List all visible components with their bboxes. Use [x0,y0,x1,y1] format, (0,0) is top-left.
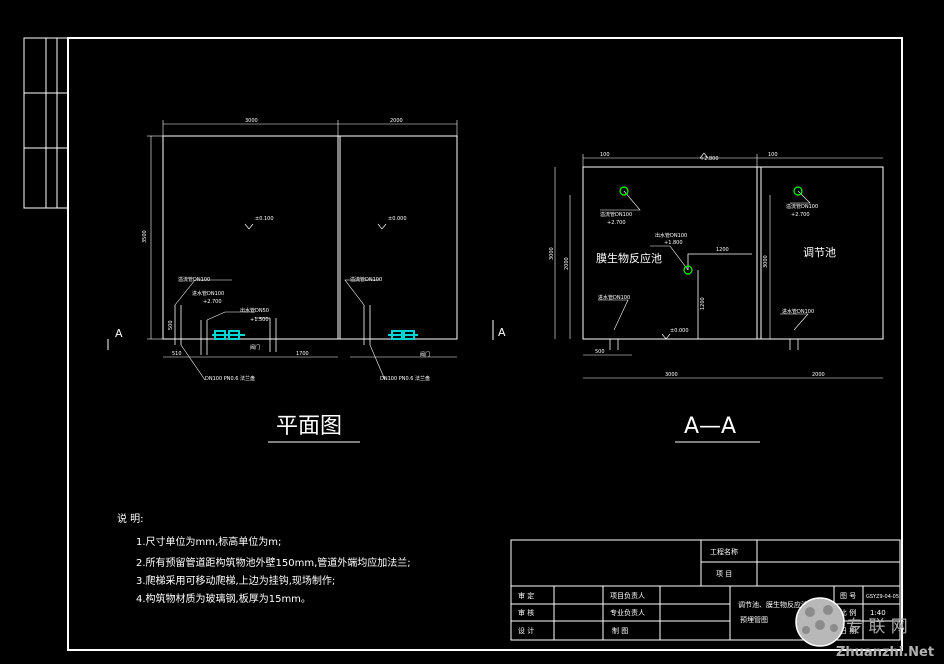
sec-pipe2-elev: +1.800 [664,240,683,246]
sec-pipe3-elev: +2.700 [791,212,810,218]
sec-pipe4: 进水管DN100 [598,294,630,301]
tb-project-name-label: 工程名称 [710,547,738,556]
plan-right-pipe: 溢流管DN100 [350,276,382,283]
tb-design: 设 计 [518,626,534,635]
sec-label-left: 膜生物反应池 [596,251,662,265]
notes-heading: 说 明: [117,512,144,525]
tb-discipline-lead: 专业负责人 [610,608,645,617]
sec-pipe5: 进水管DN100 [782,308,814,315]
tb-drawing-title-1: 调节池、膜生物反应池 [738,600,808,609]
tb-scale: 1:40 [870,609,886,617]
plan-flange-left: DN100 PN0.6 法兰盘 [205,375,255,382]
plan-dim-left: 3500 [142,230,148,243]
tb-item-label: 项 目 [716,570,732,578]
sec-elev-bottom: ±0.000 [670,328,689,334]
note-item-1: 1.尺寸单位为mm,标高单位为m; [136,535,281,548]
tb-drawing: 制 图 [612,626,628,635]
plan-elev-left: ±0.100 [255,216,274,222]
plan-left-pipe: 溢流管DN100 [178,276,210,283]
notes-block: 说 明: 1.尺寸单位为mm,标高单位为m; 2.所有预留管道距构筑物池外壁15… [117,512,411,605]
plan-dim-bottom-left: 510 [172,351,182,357]
plan-dim-bottom-mid: 1700 [296,351,309,357]
sec-dim-bottom-left: 3000 [665,372,678,378]
tb-scale-label: 比 例 [840,608,856,617]
tb-approve: 审 定 [518,591,534,600]
sec-dim-inner-top: 1200 [716,247,729,253]
plan-valve-right: 阀门 [420,351,430,358]
plan-title: 平面图 [276,414,342,439]
title-block-labels: 工程名称 项 目 审 定 审 核 设 计 项目负责人 专业负责人 制 图 调节池… [518,547,899,635]
plan-dim-top-right: 2000 [390,118,403,124]
watermark-globe-icon [795,597,845,647]
sec-pipe1-elev: +2.700 [607,220,626,226]
sec-section-mark: A [498,326,506,339]
sec-elev-top: +2.800 [700,156,719,162]
tb-date-label: 日 期 [840,627,856,635]
sec-label-right: 调节池 [803,246,836,259]
plan-outlet-elev: +1.500 [250,317,269,323]
sec-dim-height-left: 3000 [549,247,555,260]
tb-drawing-no: GSYZ9-04-05 [866,594,899,600]
plan-section-mark: A [115,327,123,340]
note-item-4: 4.构筑物材质为玻璃钢,板厚为15mm。 [136,592,311,605]
sec-dim-top-left: 100 [600,152,610,158]
tb-project-lead: 项目负责人 [610,591,645,600]
plan-valve-left: 阀门 [250,344,260,351]
section-title: A—A [684,414,736,439]
plan-dim-top-left: 3000 [245,118,258,124]
plan-labels: 3000 2000 3500 ±0.100 ±0.000 溢流管DN100 进水… [115,118,430,439]
drawing-frame [23,37,903,651]
plan-dim-left-small: 500 [168,320,174,330]
watermark-text-bottom: Zhuanzhi.Net [836,645,934,660]
plan-flange-right: DN100 PN0.6 法兰盘 [380,375,430,382]
tb-drawing-no-label: 图 号 [840,592,856,600]
section-view [492,152,884,379]
section-pipe-nodes [619,186,803,275]
sec-dim-height-outer: 2000 [564,257,570,270]
sec-dim-inner-v: 1200 [700,297,706,310]
sec-pipe2: 出水管DN100 [655,232,687,239]
tb-drawing-title-2: 预埋管图 [740,615,768,624]
sec-dim-bottom-right: 2000 [812,372,825,378]
watermark-text-top: 专 联 网 [846,617,908,637]
note-item-2: 2.所有预留管道距构筑物池外壁150mm,管道外端均应加法兰; [136,556,411,569]
valve-symbols [212,330,418,340]
sec-dim-height-right: 3000 [763,255,769,268]
sec-pipe1: 溢流管DN100 [600,211,632,218]
tb-check: 审 核 [518,608,534,617]
sec-dim-top-right: 100 [768,152,778,158]
note-item-3: 3.爬梯采用可移动爬梯,上边为挂钩,现场制作; [136,574,335,587]
plan-elev-right: ±0.000 [388,216,407,222]
sec-pipe3: 溢流管DN100 [786,203,818,210]
plan-outlet-pipe: 出水管DN50 [240,307,269,314]
plan-left-elev: +2.700 [203,299,222,305]
plan-inlet-pipe: 进水管DN100 [192,290,224,297]
section-labels: 100 +2.800 100 溢流管DN100 +2.700 出水管DN100 … [498,152,836,439]
plan-view [107,120,458,381]
sec-dim-bottom-small: 500 [595,349,605,355]
